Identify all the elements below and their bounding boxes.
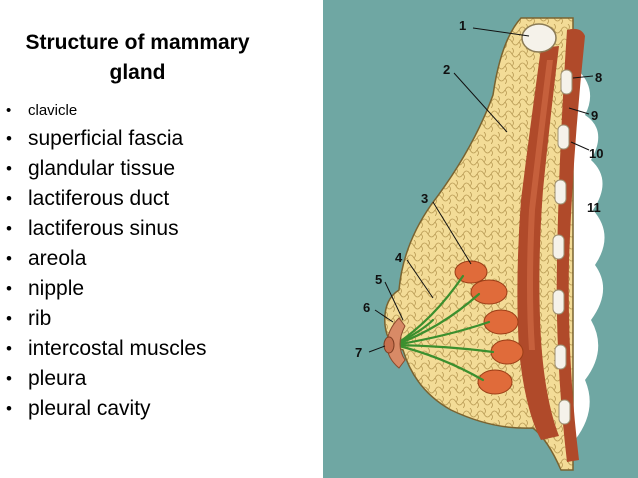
callout-1: 1: [459, 18, 466, 33]
rib: [560, 69, 573, 95]
term-label: intercostal muscles: [28, 337, 207, 360]
term-label: pleura: [28, 367, 87, 390]
pectoral-muscle-highlight: [527, 60, 553, 350]
callout-labels: 1 2 3 4 5 6 7 8 9 10 11: [355, 18, 603, 360]
term-item: • glandular tissue: [6, 154, 207, 184]
term-item: • superficial fascia: [6, 124, 207, 154]
term-label: lactiferous duct: [28, 187, 170, 210]
term-item: • areola: [6, 244, 207, 274]
rib: [554, 179, 567, 205]
bullet-icon: •: [6, 129, 12, 148]
duct: [393, 320, 491, 347]
callout-line-10: [570, 141, 590, 151]
bullet-icon: •: [6, 369, 12, 388]
term-item: • clavicle: [6, 98, 207, 124]
gland-lobe: [490, 339, 524, 365]
callout-lines: [368, 27, 594, 353]
callout-line-8: [572, 75, 594, 79]
duct: [393, 292, 481, 347]
bullet-icon: •: [6, 219, 12, 238]
duct: [393, 343, 495, 354]
callout-3: 3: [421, 191, 428, 206]
bullet-icon: •: [6, 159, 12, 178]
gland-lobe: [483, 309, 519, 335]
callout-5: 5: [375, 272, 382, 287]
term-label: rib: [28, 307, 52, 330]
anatomy-term-list: • clavicle • superficial fascia • glandular…: [6, 98, 207, 424]
rib: [557, 124, 570, 150]
term-label: glandular tissue: [28, 157, 176, 180]
mammary-gland-svg: 1 2 3 4 5 6 7 8 9 10 11: [323, 0, 638, 478]
callout-9: 9: [591, 108, 598, 123]
callout-line-6: [374, 309, 394, 323]
clavicle: [521, 23, 557, 53]
callout-line-1: [472, 27, 530, 37]
bullet-icon: •: [6, 309, 12, 328]
rib: [558, 399, 571, 425]
rib: [554, 344, 567, 370]
pectoral-muscle: [517, 46, 559, 440]
rib: [552, 289, 565, 315]
rib: [552, 234, 565, 260]
slide-title-line-1: Structure of mammary: [25, 31, 250, 54]
duct: [393, 343, 485, 382]
bullet-icon: •: [6, 399, 12, 418]
callout-7: 7: [355, 345, 362, 360]
slide-title: Structure of mammary gland: [0, 28, 275, 88]
callout-4: 4: [395, 250, 403, 265]
term-label: areola: [28, 247, 87, 270]
areola: [386, 317, 406, 369]
callout-line-7: [368, 345, 386, 353]
callout-8: 8: [595, 70, 602, 85]
bullet-icon: •: [6, 339, 12, 358]
callout-6: 6: [363, 300, 370, 315]
term-label: pleural cavity: [28, 397, 151, 420]
term-item: • pleural cavity: [6, 394, 207, 424]
glandular-lobes: [454, 260, 524, 395]
callout-2: 2: [443, 62, 450, 77]
term-label: nipple: [28, 277, 85, 300]
gland-lobe: [477, 369, 513, 395]
term-item: • intercostal muscles: [6, 334, 207, 364]
callout-line-9: [568, 107, 590, 115]
callout-11: 11: [587, 200, 601, 215]
bullet-icon: •: [6, 249, 12, 268]
term-item: • pleura: [6, 364, 207, 394]
bullet-icon: •: [6, 189, 12, 208]
term-item: • lactiferous duct: [6, 184, 207, 214]
term-item: • nipple: [6, 274, 207, 304]
slide-title-line-2: gland: [109, 61, 166, 84]
term-label: lactiferous sinus: [28, 217, 179, 240]
term-label: superficial fascia: [28, 127, 184, 150]
bullet-icon: •: [6, 102, 12, 119]
term-item: • rib: [6, 304, 207, 334]
bullet-icon: •: [6, 279, 12, 298]
term-item: • lactiferous sinus: [6, 214, 207, 244]
callout-line-4: [406, 259, 434, 299]
ribs: [552, 69, 573, 425]
nipple: [383, 336, 395, 354]
callout-line-3: [432, 201, 472, 265]
callout-line-5: [384, 281, 404, 321]
gland-lobe: [470, 279, 508, 305]
lactiferous-ducts: [393, 274, 495, 382]
mammary-gland-illustration: 1 2 3 4 5 6 7 8 9 10 11: [323, 0, 638, 478]
callout-10: 10: [589, 146, 603, 161]
callout-line-2: [453, 72, 508, 133]
term-label: clavicle: [28, 102, 78, 119]
